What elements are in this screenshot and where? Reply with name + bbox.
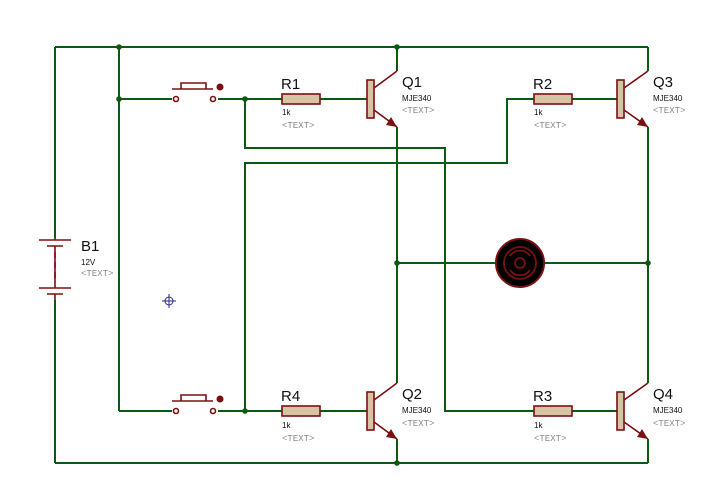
q1-value-label: MJE340 [402, 94, 432, 103]
q3-ref-label: Q3 [653, 74, 673, 91]
wires [54, 46, 649, 464]
q3-text-placeholder: <TEXT> [653, 106, 685, 116]
transistor-q1[interactable] [366, 70, 398, 128]
junctions [116, 44, 651, 466]
r4-ref-label: R4 [281, 388, 300, 405]
q2-value-label: MJE340 [402, 406, 432, 415]
b1-ref-label: B1 [81, 238, 99, 255]
resistor-r4[interactable] [281, 405, 321, 417]
b1-text-placeholder: <TEXT> [81, 269, 113, 279]
resistor-r2[interactable] [533, 93, 573, 105]
motor-icon[interactable] [495, 238, 545, 288]
q1-ref-label: Q1 [402, 74, 422, 91]
q1-text-placeholder: <TEXT> [402, 106, 434, 116]
r4-value-label: 1k [282, 421, 291, 430]
q4-text-placeholder: <TEXT> [653, 419, 685, 429]
r4-text-placeholder: <TEXT> [282, 434, 314, 444]
r3-ref-label: R3 [533, 388, 552, 405]
q4-ref-label: Q4 [653, 386, 673, 403]
r3-value-label: 1k [534, 421, 543, 430]
transistor-q4[interactable] [616, 382, 649, 440]
q4-value-label: MJE340 [653, 406, 683, 415]
push-button-icon[interactable] [172, 82, 224, 103]
r1-value-label: 1k [282, 108, 291, 117]
q3-value-label: MJE340 [653, 94, 683, 103]
q2-text-placeholder: <TEXT> [402, 419, 434, 429]
q2-ref-label: Q2 [402, 386, 422, 403]
cross-wire-switch1-to-r3 [244, 99, 534, 412]
r1-text-placeholder: <TEXT> [282, 121, 314, 131]
b1-value-label: 12V [81, 258, 96, 267]
cross-wire-switch2-to-r2 [244, 98, 534, 411]
cursor-crosshair-icon [162, 294, 176, 308]
transistor-q2[interactable] [366, 382, 398, 440]
r1-ref-label: R1 [281, 76, 300, 93]
resistor-r1[interactable] [281, 93, 321, 105]
r3-text-placeholder: <TEXT> [534, 434, 566, 444]
r2-value-label: 1k [534, 108, 543, 117]
battery-b1[interactable] [39, 238, 71, 300]
r2-text-placeholder: <TEXT> [534, 121, 566, 131]
push-button-icon[interactable] [172, 394, 224, 415]
transistor-q3[interactable] [616, 70, 649, 128]
r2-ref-label: R2 [533, 76, 552, 93]
resistor-r3[interactable] [533, 405, 573, 417]
